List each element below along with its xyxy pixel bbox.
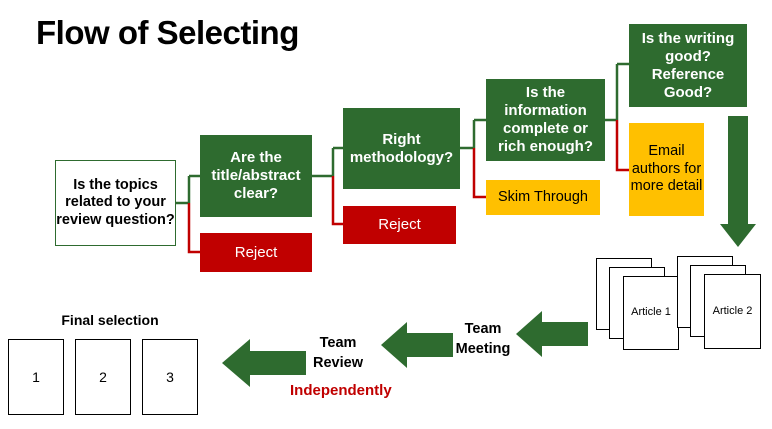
email-authors-box: Email authors for more detail (629, 123, 704, 216)
connector-yellow-2 (615, 120, 629, 172)
article-1-label: Article 1 (631, 306, 671, 319)
step-title-abstract-text: Are the title/abstract clear? (211, 149, 301, 202)
connector-red-1 (187, 203, 200, 254)
step-writing-box: Is the writing good? Reference Good? (629, 24, 747, 107)
final-selection-item-3: 3 (142, 339, 198, 415)
connector-yellow-1 (472, 148, 486, 199)
final-selection-label: Final selection (61, 312, 159, 328)
final-selection-item-1-text: 1 (32, 369, 40, 385)
final-selection-item-2-text: 2 (99, 369, 107, 385)
final-selection-item-3-text: 3 (166, 369, 174, 385)
page-title: Flow of Selecting (36, 14, 299, 51)
step-title-abstract-box: Are the title/abstract clear? (200, 135, 312, 217)
down-arrow-icon (720, 116, 756, 247)
left-arrow-icon-3 (222, 339, 306, 387)
reject-text-2: Reject (378, 216, 421, 233)
skim-through-box: Skim Through (486, 180, 600, 215)
reject-box-2: Reject (343, 206, 456, 244)
step-writing-text: Is the writing good? Reference Good? (641, 29, 735, 101)
connector-red-2 (331, 176, 343, 226)
step-information-text: Is the information complete or rich enou… (498, 84, 593, 155)
reject-box-1: Reject (200, 233, 312, 272)
skim-through-text: Skim Through (498, 188, 588, 205)
article-2-label: Article 2 (712, 304, 753, 317)
step-information-box: Is the information complete or rich enou… (486, 79, 605, 161)
step-topics-text: Is the topics related to your review que… (56, 176, 175, 228)
independently-label: Independently (290, 382, 392, 399)
team-meeting-label: Team Meeting (455, 321, 511, 357)
email-authors-text: Email authors for more detail (630, 143, 703, 195)
team-review-label: Team Review (313, 335, 363, 371)
left-arrow-icon-2 (381, 322, 453, 368)
step-methodology-text: Right methodology? (349, 130, 454, 166)
final-selection-item-2: 2 (75, 339, 131, 415)
step-methodology-box: Right methodology? (343, 108, 460, 189)
left-arrow-icon-1 (516, 311, 588, 357)
reject-text-1: Reject (234, 243, 278, 261)
article-2-paper: Article 2 (704, 274, 761, 349)
step-topics-box: Is the topics related to your review que… (55, 160, 176, 246)
article-1-paper: Article 1 (623, 276, 679, 350)
final-selection-item-1: 1 (8, 339, 64, 415)
